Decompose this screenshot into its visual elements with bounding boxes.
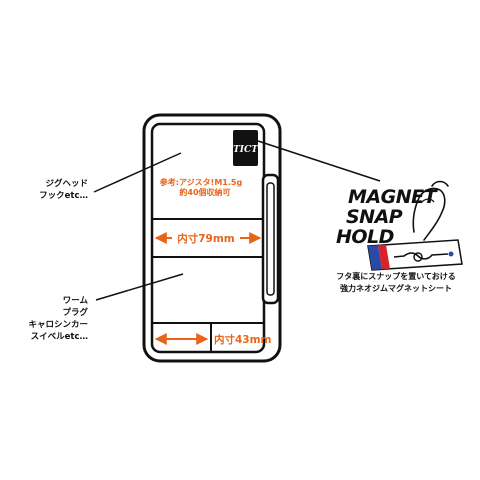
dimension-label-bg-79mm — [172, 230, 240, 245]
reference-text-line1: 参考:アジスタ!M1.5g — [159, 177, 243, 187]
case-latch — [261, 173, 280, 305]
magnet-sheet-blue-strip — [368, 245, 382, 270]
magnet-sheet-red-strip — [378, 244, 390, 270]
snap-illustration — [393, 252, 449, 260]
magnet-logo-line2: SNAP — [346, 206, 403, 228]
label-jig-line2: フックetc… — [39, 190, 88, 201]
leader-line-jig — [93, 152, 182, 193]
snap-dot-blue — [448, 251, 454, 257]
leader-line-worm — [95, 273, 184, 301]
snap-ring — [413, 252, 423, 262]
leader-line-magnet — [257, 140, 381, 182]
finger-nail — [420, 198, 435, 204]
finger-illustration — [412, 180, 449, 241]
magnet-logo-line3: HOLD — [336, 226, 394, 248]
label-jig-line1: ジグヘッド — [45, 178, 88, 189]
case-latch-inner — [266, 182, 275, 296]
label-worm-line1: ワーム — [63, 296, 89, 306]
dimension-label-79mm: 内寸79mm — [177, 232, 235, 245]
brand-logo-text: TICT — [233, 145, 259, 155]
magnet-logo-line1: MAGNET — [348, 186, 439, 208]
label-worm-line2: プラグ — [62, 307, 88, 318]
magnet-caption-line1: フタ裏にスナップを置いておける — [336, 271, 456, 281]
dimension-label-43mm: 内寸43mm — [214, 333, 272, 346]
reference-text-line2: 約40個収納可 — [179, 187, 230, 197]
magnet-caption-line2: 強力ネオジムマグネットシート — [340, 283, 452, 293]
label-worm-line3: キャロシンカー — [28, 320, 88, 330]
brand-logo-tag — [233, 130, 258, 166]
label-worm-line4: スイベルetc… — [31, 332, 88, 342]
